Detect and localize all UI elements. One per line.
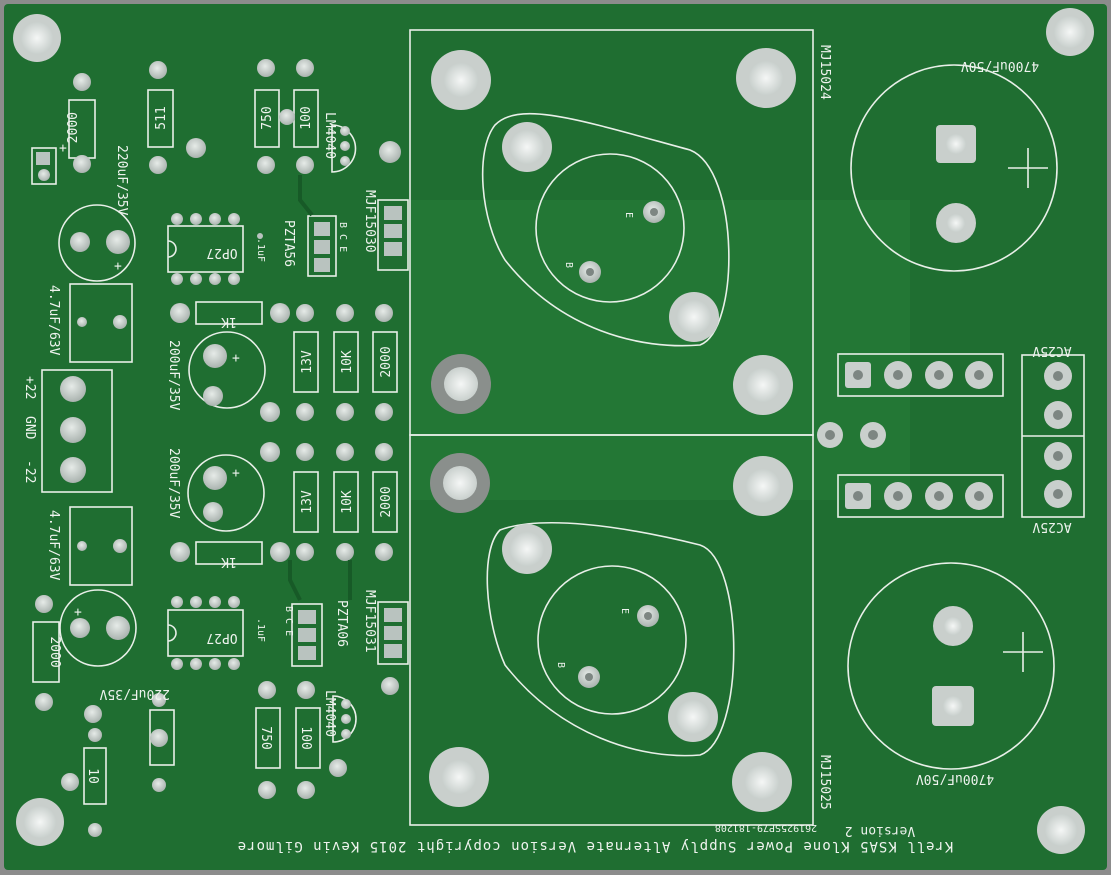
label-r-2000-left: 2000 (47, 636, 62, 667)
label-cap-220-top: 220uF/35V (114, 145, 129, 216)
label-r-100-top: 100 (299, 106, 314, 129)
label-lm4040-bottom: LM4040 (322, 690, 337, 737)
label-plus-cap220-bottom: + (74, 605, 82, 620)
label-ac25v-top: AC25V (1032, 343, 1071, 358)
board-version: Version 2 (845, 823, 915, 838)
label-r-100-bottom: 100 (298, 726, 313, 749)
label-cap-200-bottom: 200uF/35V (166, 448, 181, 519)
label-opamp-top: OP27 (206, 245, 237, 260)
board-serial: 261925SP79-181208 (715, 822, 817, 833)
label-pin-e-top: E (623, 212, 634, 218)
big-capacitor-bottom (847, 562, 1055, 770)
label-r-2000-mid-top: 2000 (379, 346, 394, 377)
label-cap-47-top: 4.7uF/63V (46, 285, 61, 356)
label-bce-top: B C E (337, 222, 348, 252)
board-title: Krell KSA5 Klone Power Supply Alternate … (237, 838, 954, 854)
to3-transistor-top (481, 112, 730, 347)
label-r-750-top: 750 (260, 106, 275, 129)
label-plus-small-cap: + (59, 141, 67, 156)
label-r-2000-mid-bottom: 2000 (379, 486, 394, 517)
label-conn-gnd: GND (22, 416, 37, 440)
label-r-1k-top: 1K (221, 314, 237, 329)
label-pin-e-bottom: E (619, 608, 630, 614)
label-small-cap-bottom: .1uF (255, 618, 266, 642)
label-opamp-bottom: OP27 (206, 630, 237, 645)
label-small-cap-top: .1uF (255, 238, 266, 262)
big-capacitor-top (850, 64, 1058, 272)
label-cap-200-top: 200uF/35V (166, 340, 181, 411)
label-pzta56: PZTA56 (281, 220, 296, 267)
label-ac25v-bottom: AC25V (1032, 519, 1071, 534)
label-pzta06: PZTA06 (334, 600, 349, 647)
label-cap-4700-top: 4700uF/50V (961, 58, 1039, 73)
label-r-10k-bottom: 10K (340, 490, 355, 514)
label-r-750-bottom: 750 (258, 726, 273, 749)
label-plus-cap220-top: + (114, 259, 122, 274)
mounting-hole (1037, 806, 1085, 854)
label-plus-cap200-top: + (232, 351, 240, 366)
label-conn-minus22: -22 (22, 460, 37, 483)
label-pin-b-top: B (563, 262, 574, 268)
label-mj15024: MJ15024 (817, 45, 832, 100)
label-cap-47-bottom: 4.7uF/63V (46, 510, 61, 581)
label-mjf15031: MJF15031 (362, 590, 377, 653)
label-mjf15030: MJF15030 (362, 190, 377, 253)
board-substrate (4, 4, 1107, 870)
mounting-hole (16, 798, 64, 846)
mounting-hole (1046, 8, 1094, 56)
label-r-10: 10 (85, 768, 100, 784)
heatsink-outline-bottom (409, 434, 814, 826)
label-conn-plus22: +22 (22, 376, 37, 399)
label-lm4040-top: LM4040 (322, 112, 337, 159)
label-r-10k-top: 10K (340, 350, 355, 374)
label-r-2000-top: 2000 (66, 112, 81, 143)
label-zener-13v-top: 13V (300, 350, 315, 374)
label-bce-bottom: B C E (283, 606, 294, 636)
label-zener-13v-bottom: 13V (300, 490, 315, 514)
mounting-hole (13, 14, 61, 62)
label-cap-4700-bottom: 4700uF/50V (916, 771, 994, 786)
label-r-511: 511 (154, 106, 169, 129)
label-r-1k-bottom: 1K (221, 554, 237, 569)
label-pin-b-bottom: B (555, 662, 566, 668)
label-mj15025: MJ15025 (817, 755, 832, 810)
label-plus-cap200-bottom: + (232, 466, 240, 481)
label-cap-220-bottom: 220uF/35V (99, 686, 170, 701)
to3-transistor-bottom (486, 521, 735, 757)
